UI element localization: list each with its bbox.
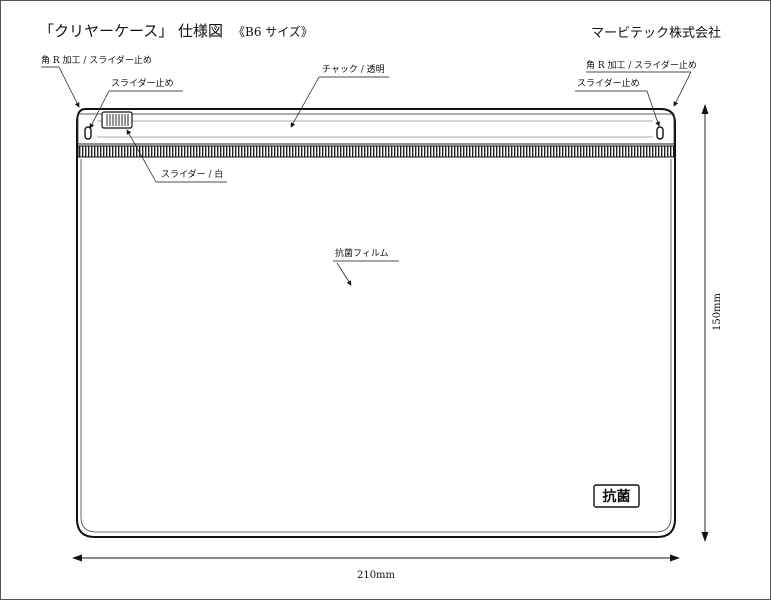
leader-corner-left xyxy=(58,66,80,108)
leader-film xyxy=(336,262,352,286)
zipper-slider-icon xyxy=(101,111,133,129)
width-arrow-left-icon xyxy=(72,554,82,562)
leader-zipper xyxy=(290,76,320,128)
zipper-teeth xyxy=(77,145,675,158)
label-film: 抗菌フィルム xyxy=(335,247,389,259)
page-subtitle: 《B6 サイズ》 xyxy=(233,24,313,39)
label-corner-right: 角 R 加工 / スライダー止め xyxy=(586,59,697,71)
slider-stopper-left-icon xyxy=(84,126,92,140)
company-name: マービテック株式会社 xyxy=(591,25,721,41)
leader-slider xyxy=(126,129,157,183)
antibacterial-badge xyxy=(593,484,640,508)
width-dimension-label: 210mm xyxy=(357,570,396,581)
height-arrow-top-icon xyxy=(701,104,709,114)
label-stopper-left: スライダー止め xyxy=(111,77,174,89)
label-corner-left: 角 R 加工 / スライダー止め xyxy=(41,54,152,66)
leader-corner-right xyxy=(673,71,692,107)
width-arrow-right-icon xyxy=(670,554,680,562)
label-stopper-right: スライダー止め xyxy=(577,77,640,89)
height-dimension-label: 150mm xyxy=(712,292,723,331)
antibacterial-badge-text: 抗菌 xyxy=(603,488,631,505)
label-zipper: チャック / 透明 xyxy=(322,64,385,75)
label-slider: スライダー / 白 xyxy=(161,168,223,180)
page-title: 「クリヤーケース」 仕様図 xyxy=(39,22,223,40)
leader-stopper-right xyxy=(646,90,660,127)
case-inner-edge xyxy=(80,159,672,533)
slider-stopper-right-icon xyxy=(656,126,664,140)
case-outline xyxy=(76,108,676,538)
height-arrow-bottom-icon xyxy=(701,532,709,542)
leader-stopper-left xyxy=(89,90,110,129)
